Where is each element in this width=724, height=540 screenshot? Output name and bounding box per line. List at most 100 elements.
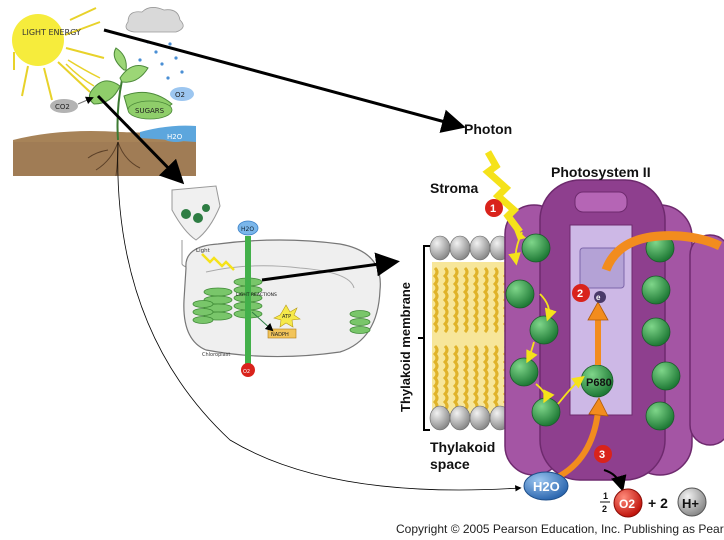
chloroplast: H2O O2 Light LIGHT REACTIONS ATP NADPH C… xyxy=(171,185,381,377)
o2-label: O2 xyxy=(175,91,185,99)
step-marker-3: 3 xyxy=(594,445,612,463)
svg-text:Stroma: Stroma xyxy=(430,180,478,196)
proton-icon xyxy=(677,487,707,517)
step-marker-1: 1 xyxy=(485,199,503,217)
svg-text:SUGARS: SUGARS xyxy=(135,107,165,115)
svg-text:2: 2 xyxy=(577,288,583,300)
svg-text:O2: O2 xyxy=(175,91,185,99)
svg-text:space: space xyxy=(430,456,470,472)
lipid-tail xyxy=(432,344,439,412)
grana-stacks xyxy=(192,277,371,334)
water-path-arrow xyxy=(117,141,522,492)
p680-label: P680 xyxy=(586,377,612,389)
soil xyxy=(13,140,196,176)
roots xyxy=(87,141,141,177)
energy-transfer-arrows xyxy=(508,231,585,405)
half-numerator: 1 xyxy=(603,491,608,501)
thylakoid-membrane-label: Thylakoid membrane xyxy=(398,282,413,412)
lipid-tail xyxy=(462,266,469,334)
svg-text:ATP: ATP xyxy=(282,314,291,320)
leaf xyxy=(88,80,121,105)
lipid-tail xyxy=(452,344,459,412)
electron-icon xyxy=(594,291,606,303)
lipid-tail xyxy=(482,266,489,334)
svg-text:e: e xyxy=(596,293,601,302)
svg-text:+ 2: + 2 xyxy=(648,495,668,511)
atp-burst xyxy=(273,304,301,328)
light-reactions-label: LIGHT REACTIONS xyxy=(236,292,277,298)
svg-text:O2: O2 xyxy=(619,497,635,511)
arrow-to-membrane xyxy=(261,252,400,282)
leaf-cell-icon xyxy=(171,185,221,269)
svg-text:H2O: H2O xyxy=(167,133,183,141)
lipid-tail xyxy=(462,344,469,412)
lipid-tail xyxy=(472,344,479,412)
thylakoid-space-label-line2: space xyxy=(430,456,470,472)
chloroplast-light-label: Light xyxy=(196,248,211,254)
svg-text:1: 1 xyxy=(490,203,496,215)
stroma-label: Stroma xyxy=(430,180,478,196)
copyright-notice: Copyright © 2005 Pearson Education, Inc.… xyxy=(396,522,724,536)
electron-label: e xyxy=(596,293,601,302)
arrow-to-photon xyxy=(103,28,466,133)
phospholipid-head xyxy=(469,405,491,431)
phospholipid-head xyxy=(429,235,451,261)
svg-text:Chloroplast: Chloroplast xyxy=(202,352,230,358)
half-denominator: 2 xyxy=(602,504,607,514)
plant-scene: LIGHT ENERGY SUGARS CO2 O2 xyxy=(12,7,196,177)
svg-text:H+: H+ xyxy=(682,496,699,511)
svg-text:NADPH: NADPH xyxy=(271,332,289,338)
electron-exit-arrow xyxy=(601,231,723,272)
photosystem-ii: P680 e 1 xyxy=(398,121,724,518)
light-energy-label: LIGHT ENERGY xyxy=(22,28,81,37)
svg-text:P680: P680 xyxy=(586,377,612,389)
thylakoid-space-label-line1: Thylakoid xyxy=(430,439,495,455)
svg-text:LIGHT REACTIONS: LIGHT REACTIONS xyxy=(236,292,277,298)
h2o-label: H2O xyxy=(167,133,183,141)
svg-text:Photosystem II: Photosystem II xyxy=(551,164,651,180)
sun-icon xyxy=(12,7,105,101)
phospholipid-head xyxy=(449,405,471,431)
svg-text:Thylakoid membrane: Thylakoid membrane xyxy=(398,282,413,412)
light-zigzag xyxy=(201,253,235,271)
svg-text:Thylakoid: Thylakoid xyxy=(430,439,495,455)
nadph-label: NADPH xyxy=(271,332,289,338)
lipid-tail xyxy=(452,266,459,334)
protein-subunit xyxy=(689,234,724,446)
lipid-tail xyxy=(442,266,449,334)
svg-text:H2O: H2O xyxy=(241,226,254,233)
svg-text:Light: Light xyxy=(196,248,211,254)
svg-text:1: 1 xyxy=(603,491,608,501)
atp-label: ATP xyxy=(282,314,291,320)
svg-text:LIGHT ENERGY: LIGHT ENERGY xyxy=(22,28,81,37)
svg-text:O2: O2 xyxy=(243,369,250,375)
phospholipid-head xyxy=(429,405,451,431)
chloroplast-o2-label: O2 xyxy=(243,369,250,375)
step-marker-2: 2 xyxy=(572,284,590,302)
photosystem-title: Photosystem II xyxy=(551,164,651,180)
lipid-tail xyxy=(492,344,499,412)
co2-label: CO2 xyxy=(55,103,70,111)
lipid-tail xyxy=(442,344,449,412)
lipid-tail xyxy=(432,266,439,334)
plus-two-label: + 2 xyxy=(648,495,668,511)
water-molecule xyxy=(523,471,569,501)
electron-flow-bar xyxy=(245,236,251,364)
oxygen-molecule xyxy=(613,488,643,518)
chloroplast-label: Chloroplast xyxy=(202,352,230,358)
proton-label: H+ xyxy=(682,496,699,511)
lipid-tail xyxy=(472,266,479,334)
svg-text:H2O: H2O xyxy=(533,479,560,494)
chlorophyll-molecules xyxy=(505,233,681,431)
chloroplast-h2o-label: H2O xyxy=(241,226,254,233)
phospholipid-head xyxy=(469,235,491,261)
svg-text:CO2: CO2 xyxy=(55,103,70,111)
membrane-bracket xyxy=(423,245,430,431)
connector-arrows xyxy=(96,28,522,492)
lipid-tail xyxy=(482,344,489,412)
photon-label: Photon xyxy=(464,121,512,137)
svg-text:2: 2 xyxy=(602,504,607,514)
svg-text:3: 3 xyxy=(599,449,605,461)
phospholipid-head xyxy=(449,235,471,261)
